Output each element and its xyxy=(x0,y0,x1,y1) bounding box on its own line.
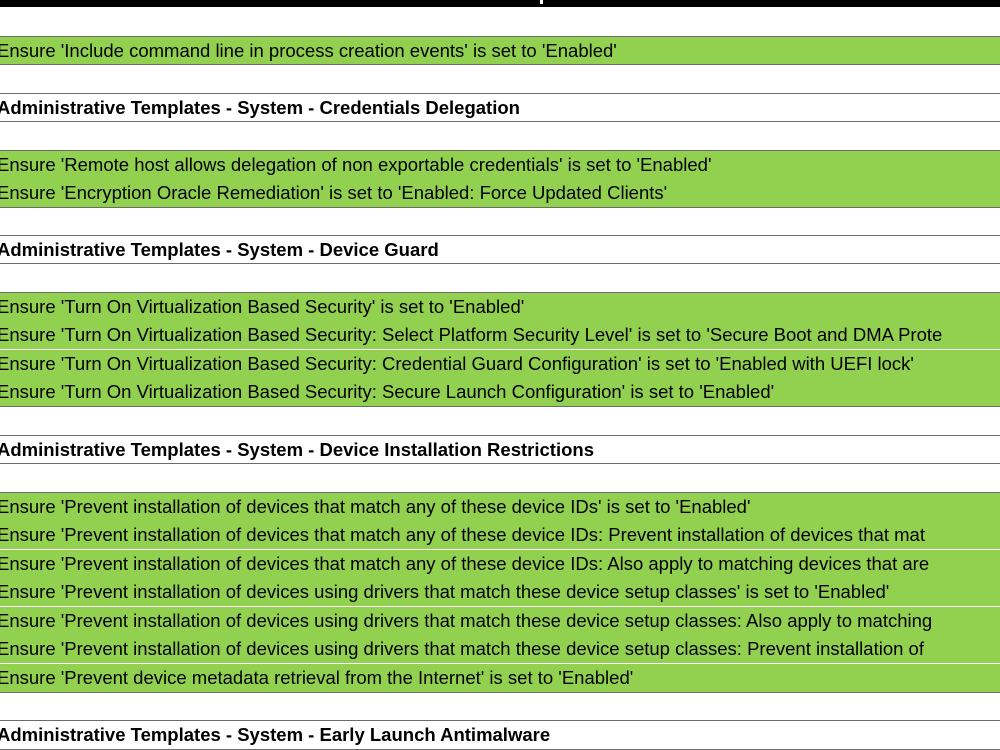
row-border xyxy=(0,150,1000,151)
row-border xyxy=(0,435,1000,436)
sheet-row-item[interactable]: Ensure 'Prevent installation of devices … xyxy=(0,578,1000,606)
row-border xyxy=(0,720,1000,721)
window-title-fragment xyxy=(540,0,543,4)
sheet-row-item[interactable]: Ensure 'Turn On Virtualization Based Sec… xyxy=(0,321,1000,349)
row-border xyxy=(0,121,1000,122)
row-border xyxy=(0,64,1000,65)
row-border xyxy=(0,207,1000,208)
sheet-row-item[interactable]: Ensure 'Turn On Virtualization Based Sec… xyxy=(0,378,1000,406)
row-border xyxy=(0,235,1000,236)
row-border xyxy=(0,93,1000,94)
sheet-row-item[interactable]: Ensure 'Turn On Virtualization Based Sec… xyxy=(0,350,1000,378)
sheet-row-item[interactable]: Ensure 'Prevent installation of devices … xyxy=(0,550,1000,578)
sheet-row-section-header[interactable]: Administrative Templates - System - Devi… xyxy=(0,239,439,260)
sheet-row-item[interactable]: Ensure 'Remote host allows delegation of… xyxy=(0,151,1000,179)
sheet-row-item[interactable]: Ensure 'Prevent installation of devices … xyxy=(0,607,1000,635)
sheet-row-section-header[interactable]: Administrative Templates - System - Earl… xyxy=(0,724,551,745)
sheet-row-item[interactable]: Ensure 'Prevent installation of devices … xyxy=(0,521,1000,549)
row-border xyxy=(0,492,1000,493)
row-border xyxy=(0,292,1000,293)
top-window-bar xyxy=(0,0,1000,7)
row-border xyxy=(0,406,1000,407)
sheet-row-section-header[interactable]: Administrative Templates - System - Cred… xyxy=(0,97,520,118)
sheet-row-item[interactable]: Ensure 'Include command line in process … xyxy=(0,37,1000,65)
row-border xyxy=(0,463,1000,464)
sheet-row-item[interactable]: Ensure 'Prevent device metadata retrieva… xyxy=(0,664,1000,692)
sheet-row-item[interactable]: Ensure 'Prevent installation of devices … xyxy=(0,635,1000,663)
sheet-row-item[interactable]: Ensure 'Turn On Virtualization Based Sec… xyxy=(0,293,1000,321)
sheet-row-item[interactable]: Ensure 'Encryption Oracle Remediation' i… xyxy=(0,179,1000,207)
row-border xyxy=(0,36,1000,37)
sheet-row-item[interactable]: Ensure 'Prevent installation of devices … xyxy=(0,493,1000,521)
sheet-row-section-header[interactable]: Administrative Templates - System - Devi… xyxy=(0,439,594,460)
row-border xyxy=(0,263,1000,264)
row-border xyxy=(0,692,1000,693)
